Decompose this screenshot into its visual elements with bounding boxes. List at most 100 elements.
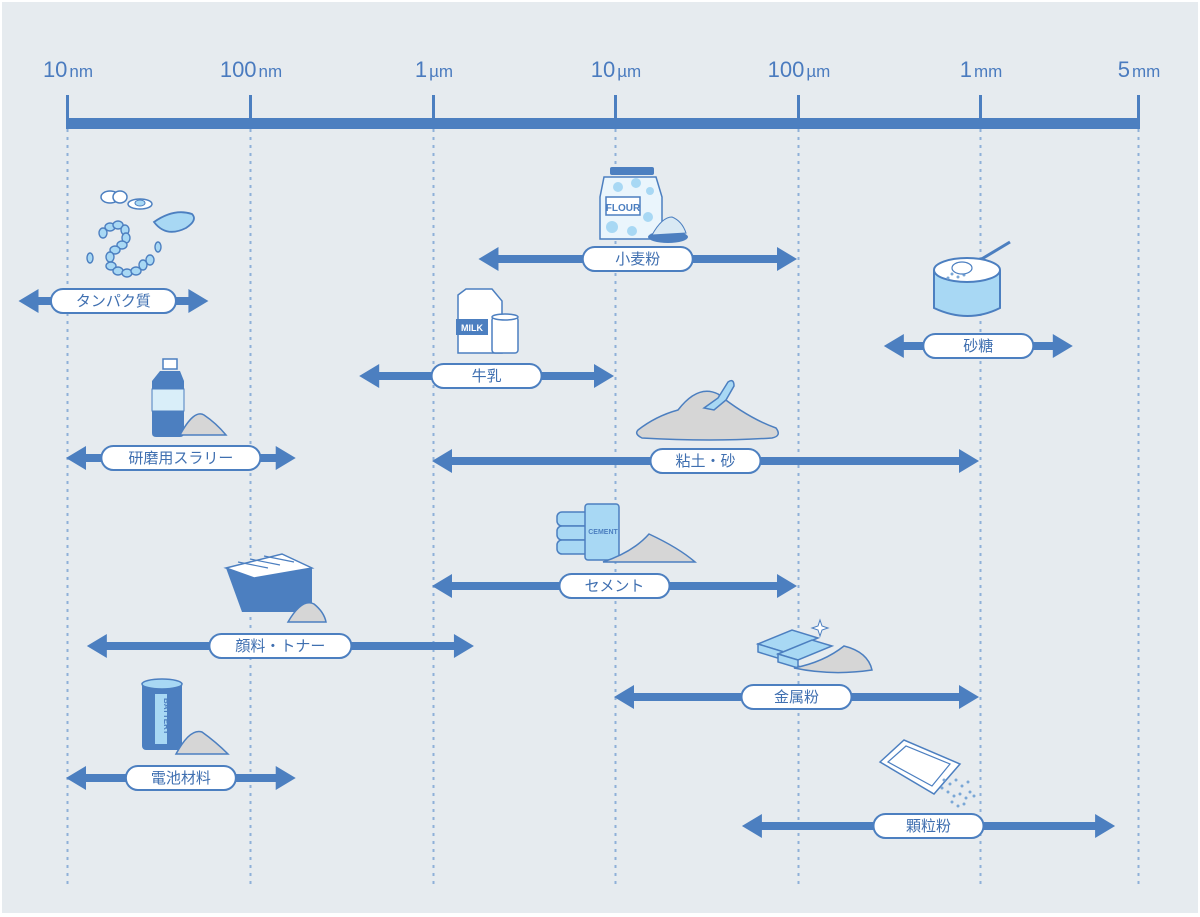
range-label-pill bbox=[649, 448, 762, 474]
arrow-left-head bbox=[66, 766, 86, 790]
tick-mark bbox=[1137, 95, 1140, 118]
range-label-pill bbox=[558, 573, 671, 599]
tick-number: 100 bbox=[220, 57, 257, 82]
arrow-left-head bbox=[66, 446, 86, 470]
range-label: 研磨用スラリー bbox=[128, 449, 233, 467]
cement-bag-text: CEMENT bbox=[588, 529, 618, 536]
range-label-pill bbox=[208, 633, 353, 659]
range-label-pill bbox=[581, 246, 694, 272]
range-item: 小麦粉 bbox=[478, 246, 797, 272]
tick-number: 1 bbox=[960, 57, 972, 82]
sugar-bowl-icon bbox=[933, 240, 1011, 317]
range-item: タンパク質 bbox=[18, 288, 209, 314]
range-label: セメント bbox=[585, 577, 645, 595]
flour-bag-text: FLOUR bbox=[606, 203, 641, 214]
arrow-right-head bbox=[188, 289, 209, 313]
arrow-left-head bbox=[883, 334, 904, 358]
metal-ingots-icon bbox=[755, 618, 873, 674]
range-label-pill bbox=[740, 684, 853, 710]
range-label-pill bbox=[430, 363, 543, 389]
range-label: 牛乳 bbox=[472, 367, 502, 385]
range-label: タンパク質 bbox=[76, 292, 151, 310]
tick-mark bbox=[432, 95, 435, 118]
slurry-bottle-icon bbox=[151, 358, 228, 437]
arrow-right-head bbox=[275, 766, 296, 790]
range-item: 牛乳 bbox=[359, 363, 614, 389]
range-label-pill bbox=[49, 288, 177, 314]
range-label-pill bbox=[100, 445, 262, 471]
tick-mark bbox=[66, 95, 69, 118]
tick-unit: nm bbox=[69, 62, 93, 81]
arrow-left-head bbox=[359, 364, 380, 388]
flour-bag-icon: FLOUR bbox=[599, 167, 688, 243]
milk-carton-text: MILK bbox=[461, 323, 483, 333]
cement-bags-icon: CEMENT bbox=[556, 503, 697, 563]
tick-mark bbox=[249, 95, 252, 118]
range-label: 電池材料 bbox=[151, 769, 211, 787]
tick-number: 100 bbox=[768, 57, 805, 82]
arrow-right-head bbox=[777, 247, 797, 271]
arrow-left-head bbox=[432, 449, 452, 473]
range-item: 粘土・砂 bbox=[432, 448, 979, 474]
range-item: セメント bbox=[432, 573, 797, 599]
tick-number: 5 bbox=[1118, 57, 1130, 82]
arrow-left-head bbox=[478, 247, 499, 271]
toner-cartridge-icon bbox=[223, 553, 327, 623]
illustrations: FLOUR MILK bbox=[86, 167, 1011, 808]
range-label: 小麦粉 bbox=[615, 250, 660, 268]
range-label-pill bbox=[124, 765, 237, 791]
battery-icon: BATTERY bbox=[141, 678, 230, 755]
arrow-right-head bbox=[777, 574, 797, 598]
arrow-left-head bbox=[18, 289, 39, 313]
size-axis bbox=[66, 118, 1140, 129]
arrow-right-head bbox=[1052, 334, 1073, 358]
tick-unit: µm bbox=[429, 62, 453, 81]
tick-unit: mm bbox=[1132, 62, 1160, 81]
arrow-left-head bbox=[614, 685, 634, 709]
tick-mark bbox=[797, 95, 800, 118]
protein-icon bbox=[86, 190, 195, 278]
arrow-right-head bbox=[959, 685, 979, 709]
arrow-left-head bbox=[432, 574, 452, 598]
tick-number: 10 bbox=[591, 57, 615, 82]
range-item: 金属粉 bbox=[614, 684, 979, 710]
range-label: 砂糖 bbox=[963, 337, 993, 355]
range-label: 顆粒粉 bbox=[906, 817, 951, 835]
milk-carton-icon: MILK bbox=[456, 288, 519, 354]
tick-unit: nm bbox=[259, 62, 283, 81]
axis-bar bbox=[66, 118, 1140, 129]
granule-sachet-icon bbox=[878, 739, 976, 808]
range-item: 砂糖 bbox=[883, 333, 1073, 359]
arrow-right-head bbox=[594, 364, 614, 388]
tick-mark bbox=[979, 95, 982, 118]
range-item: 研磨用スラリー bbox=[66, 445, 296, 471]
range-item: 顔料・トナー bbox=[86, 633, 474, 659]
arrow-right-head bbox=[959, 449, 979, 473]
arrow-right-head bbox=[275, 446, 296, 470]
range-label: 顔料・トナー bbox=[235, 637, 325, 655]
battery-text: BATTERY bbox=[162, 698, 171, 736]
range-label-pill bbox=[922, 333, 1035, 359]
tick-number: 1 bbox=[415, 57, 427, 82]
range-label-pill bbox=[872, 813, 985, 839]
range-item: 顆粒粉 bbox=[741, 813, 1116, 839]
tick-unit: mm bbox=[974, 62, 1002, 81]
arrow-right-head bbox=[1095, 814, 1116, 838]
arrow-left-head bbox=[741, 814, 762, 838]
tick-mark bbox=[614, 95, 617, 118]
tick-unit: µm bbox=[617, 62, 641, 81]
range-label: 金属粉 bbox=[774, 688, 819, 706]
arrow-left-head bbox=[86, 634, 107, 658]
tick-number: 10 bbox=[43, 57, 67, 82]
range-label: 粘土・砂 bbox=[675, 452, 735, 470]
